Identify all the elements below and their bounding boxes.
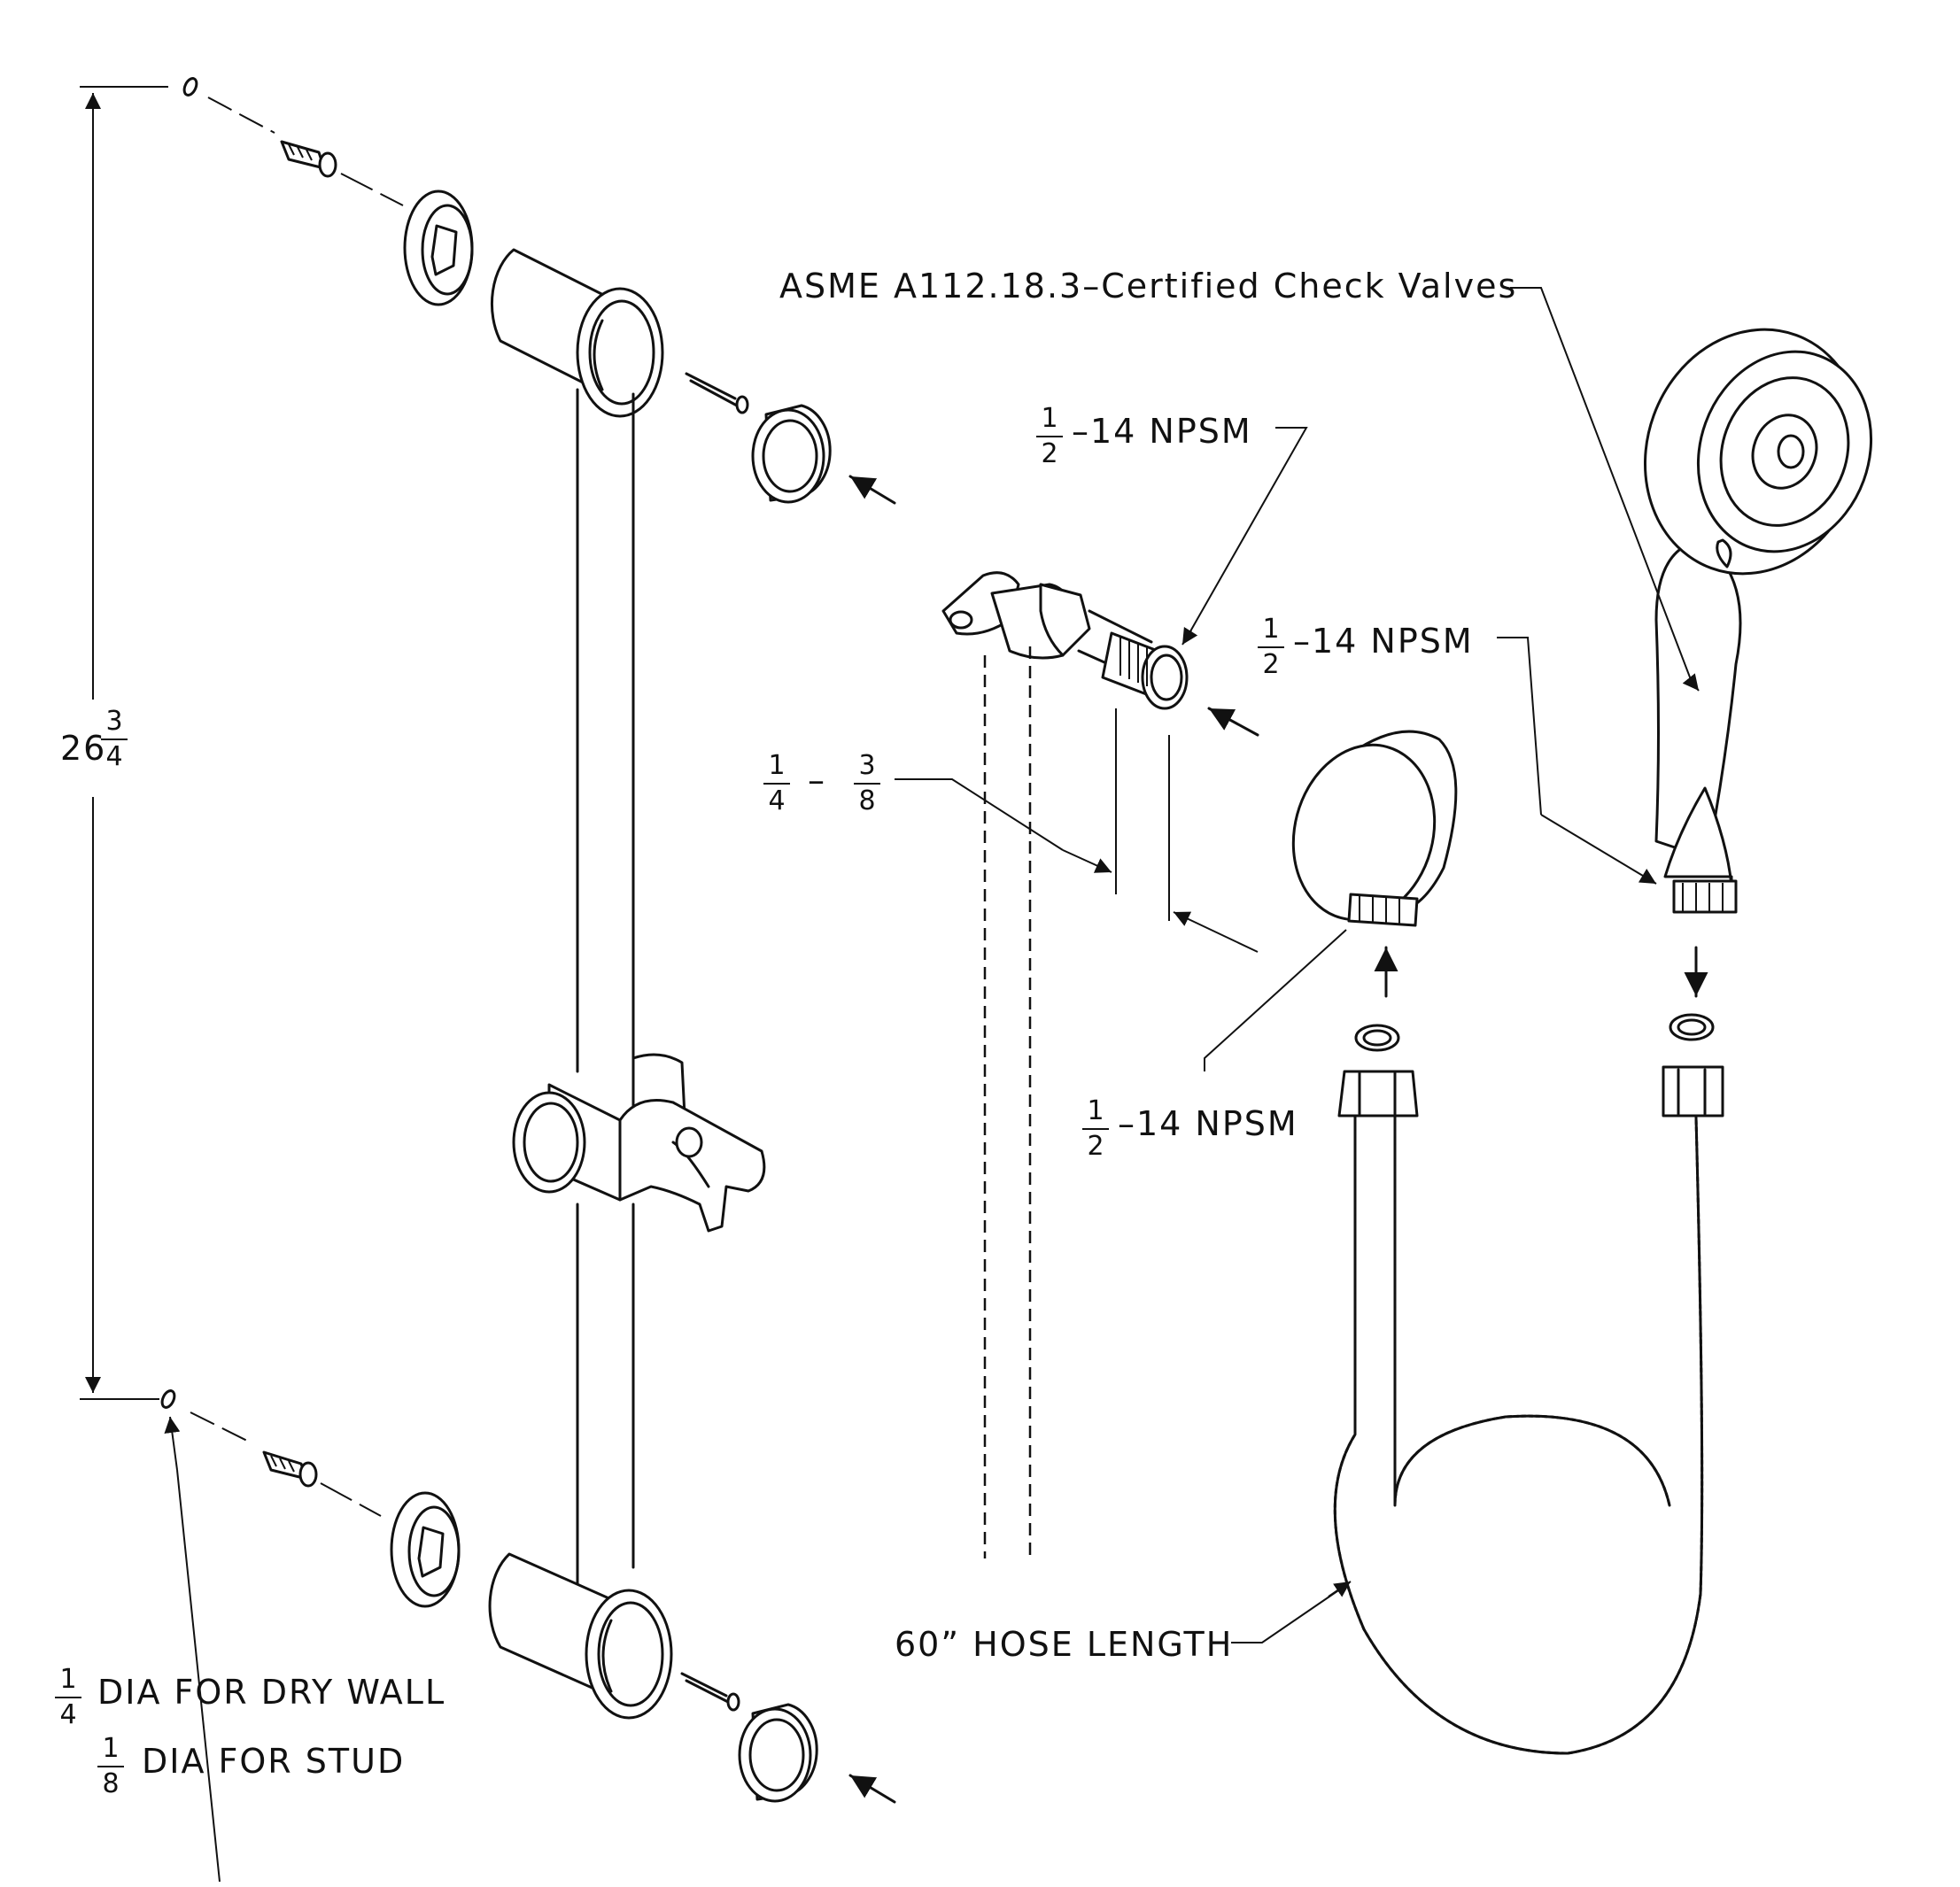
- slide-bar: [576, 388, 635, 1587]
- handshower-thread-numerator: 1: [1262, 614, 1280, 645]
- upper-bar-end: [490, 248, 664, 418]
- lower-cap-arrow: [848, 1774, 896, 1804]
- lower-wall-anchor: [262, 1450, 318, 1488]
- hose-length-label: 60” HOSE LENGTH: [895, 1625, 1234, 1664]
- flexible-hose: [1333, 1065, 1724, 1755]
- upper-cap-arrow: [848, 475, 896, 505]
- wall-thread-denominator: 2: [1087, 1131, 1104, 1162]
- lower-end-cap: [738, 1703, 818, 1803]
- stud-text: DIA FOR STUD: [142, 1742, 406, 1781]
- upper-end-cap: [751, 404, 832, 504]
- stud-numerator: 1: [102, 1733, 120, 1764]
- upper-drill-hole: [182, 77, 198, 97]
- overall-height-whole: 26: [60, 729, 107, 768]
- elbow-thread-text: –14 NPSM: [1072, 412, 1252, 451]
- drywall-numerator: 1: [59, 1664, 77, 1695]
- hand-shower: [1643, 328, 1873, 914]
- elbow-thread-denominator: 2: [1041, 438, 1058, 469]
- protrusion-dimension: [895, 708, 1259, 953]
- elbow-arrow: [1207, 707, 1259, 737]
- overall-height-numerator: 3: [105, 706, 123, 737]
- overall-height-denominator: 4: [105, 741, 123, 772]
- protrusion-min-denominator: 4: [768, 785, 786, 816]
- handshower-thread-text: –14 NPSM: [1293, 622, 1474, 661]
- upper-wall-bracket: [403, 189, 474, 306]
- wall-supply-connector: [1291, 730, 1458, 927]
- hose-washer-right: [1669, 1013, 1715, 1041]
- wall-thread-text: –14 NPSM: [1118, 1104, 1298, 1143]
- lower-set-screw: [680, 1672, 740, 1712]
- hose-length-leader: [1231, 1581, 1352, 1643]
- handshower-thread-denominator: 2: [1262, 649, 1280, 680]
- protrusion-dash: –: [808, 761, 826, 800]
- lower-drill-hole: [160, 1389, 176, 1409]
- lower-mount-assembly: [160, 1389, 896, 1883]
- height-dimension: [80, 86, 168, 1400]
- wall-thread-numerator: 1: [1087, 1095, 1104, 1126]
- lower-bar-end: [488, 1552, 673, 1720]
- overall-height-fraction: 3 4: [101, 708, 128, 770]
- protrusion-min-numerator: 1: [768, 750, 786, 781]
- lower-wall-bracket: [390, 1491, 461, 1608]
- drywall-text: DIA FOR DRY WALL: [97, 1673, 446, 1712]
- upper-set-screw: [685, 372, 749, 414]
- stud-denominator: 8: [102, 1768, 120, 1799]
- drywall-denominator: 4: [59, 1699, 77, 1730]
- handshower-thread-leader: [1497, 637, 1657, 885]
- protrusion-max-numerator: 3: [858, 750, 876, 781]
- check-valve-leader: [1510, 287, 1700, 692]
- protrusion-max-denominator: 8: [858, 785, 876, 816]
- supply-elbow: [941, 571, 1189, 710]
- wall-line: [983, 646, 1032, 1558]
- elbow-thread-numerator: 1: [1041, 403, 1058, 434]
- hose-washer-left: [1354, 1024, 1400, 1052]
- elbow-thread-leader: [1181, 427, 1308, 646]
- upper-wall-anchor: [280, 140, 337, 178]
- upper-mount-assembly: [182, 77, 896, 505]
- check-valves-label: ASME A112.18.3–Certified Check Valves: [779, 267, 1518, 305]
- slider-holder: [512, 1053, 766, 1233]
